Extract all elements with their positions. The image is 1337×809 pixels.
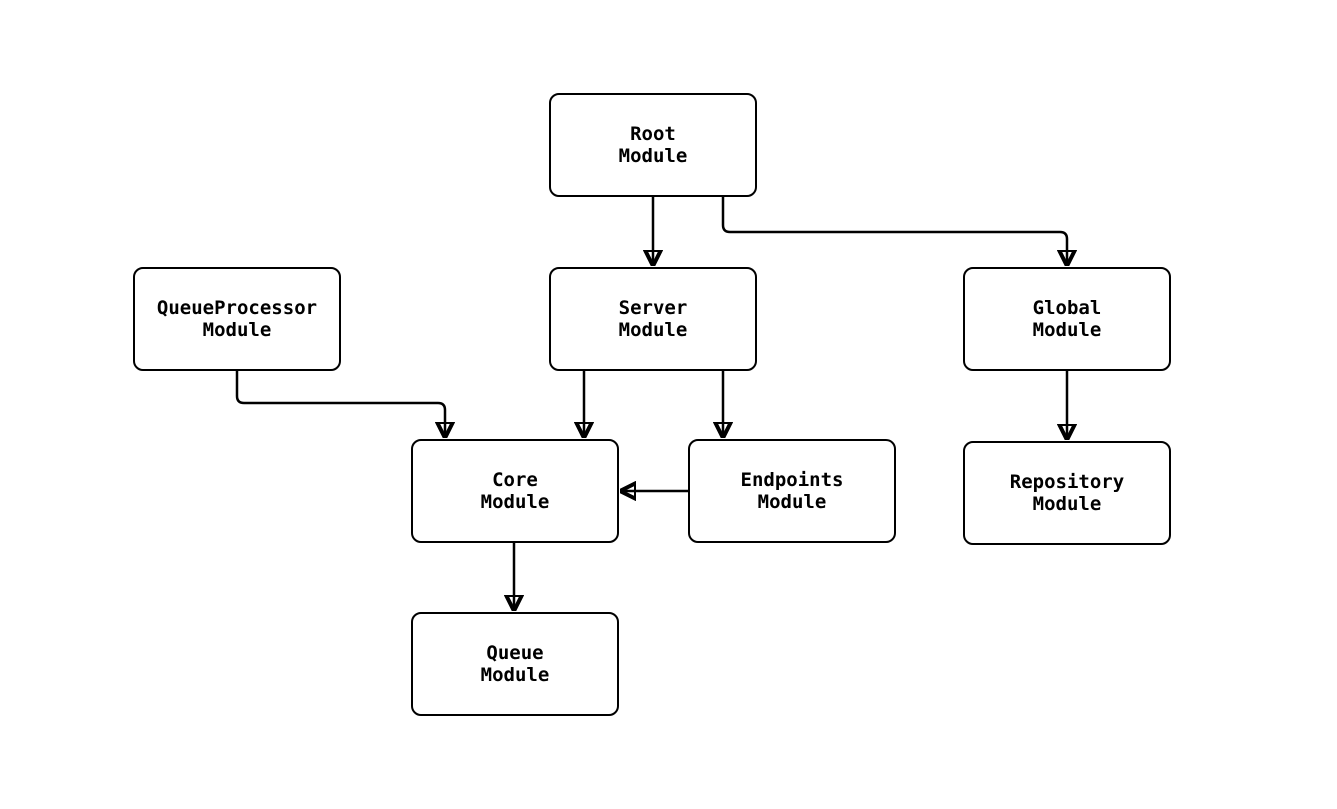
node-global-module: Global Module [963, 267, 1171, 371]
edge-root-to-global [721, 197, 1067, 266]
node-queue-module-label: Queue Module [480, 642, 550, 686]
node-repository-module: Repository Module [963, 441, 1171, 545]
node-endpoints-module: Endpoints Module [688, 439, 896, 543]
node-core-module-label: Core Module [480, 469, 550, 513]
node-endpoints-module-label: Endpoints Module [740, 469, 844, 513]
node-root-module: Root Module [549, 93, 757, 197]
node-global-module-label: Global Module [1032, 297, 1102, 341]
node-queue-module: Queue Module [411, 612, 619, 716]
node-core-module: Core Module [411, 439, 619, 543]
node-server-module: Server Module [549, 267, 757, 371]
node-server-module-label: Server Module [618, 297, 688, 341]
node-queueprocessor-module-label: QueueProcessor Module [156, 297, 318, 341]
node-queueprocessor-module: QueueProcessor Module [133, 267, 341, 371]
node-root-module-label: Root Module [618, 123, 688, 167]
node-repository-module-label: Repository Module [1009, 471, 1125, 515]
edge-queueprocessor-to-core [235, 371, 445, 438]
